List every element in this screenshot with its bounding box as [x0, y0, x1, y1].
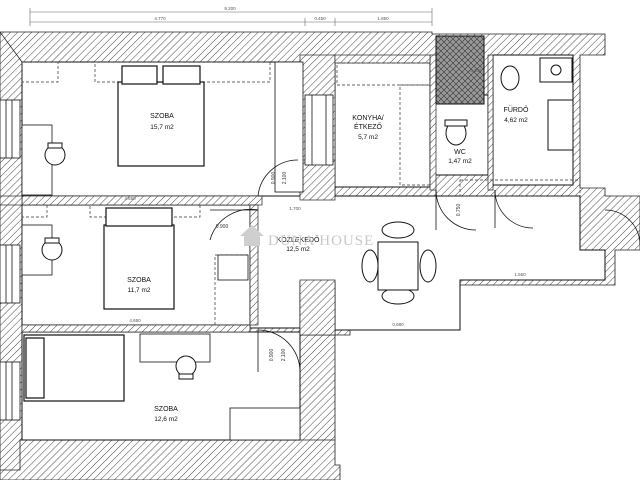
room-label-bedroom-1: SZOBA — [150, 113, 174, 120]
room-label-wc: WC — [454, 149, 466, 156]
dim-door-a: 0.900 — [271, 172, 277, 185]
dim-door-f: 2.100 — [281, 349, 287, 362]
room-area-wc: 1,47 m2 — [448, 158, 472, 165]
chairs — [41, 142, 197, 380]
ventilation-shaft — [435, 35, 485, 105]
dim-door-d: 0.900 — [269, 349, 275, 362]
room-field-wc — [434, 94, 489, 176]
watermark: DUNA HOUSE — [240, 225, 374, 249]
room-label-hall: KÖZLEKEDŐ — [277, 235, 320, 244]
door-swings — [209, 159, 640, 373]
room-area-bedroom-3: 12,6 m2 — [154, 416, 178, 423]
room-label-bath: FÜRDŐ — [504, 105, 529, 114]
room-label-kitchen-2: ÉTKEZŐ — [354, 122, 383, 131]
dim-bottom-2: 4.650 — [129, 318, 141, 323]
room-field-kitchen — [334, 61, 431, 188]
room-area-bedroom-1: 15,7 m2 — [150, 124, 174, 131]
left-windows — [0, 99, 21, 421]
room-label-bedroom-3: SZOBA — [154, 406, 178, 413]
room-area-hall: 12,5 m2 — [286, 246, 310, 253]
room-label-bedroom-2: SZOBA — [127, 277, 151, 284]
dining-table — [361, 221, 437, 305]
furniture-outlines — [21, 61, 581, 326]
bed-1 — [117, 65, 205, 167]
dim-door-c: 0.900 — [216, 224, 229, 230]
dim-bottom-1: 4.650 — [124, 196, 136, 201]
room-label-kitchen: KONYHA/ — [352, 115, 384, 122]
dim-bottom-3: 0.680 — [392, 322, 404, 327]
dim-bottom-4: 1.700 — [289, 206, 301, 211]
top-dimension-line — [29, 8, 433, 26]
dim-door-e: 0.750 — [456, 204, 462, 217]
house-logo-icon — [240, 225, 264, 246]
watermark-text: DUNA HOUSE — [268, 233, 374, 249]
dim-door-b: 2.100 — [282, 172, 288, 185]
bed-3 — [23, 334, 125, 402]
dim-overall: 9.200 — [224, 6, 236, 11]
bed-2 — [103, 207, 175, 310]
dim-top-right: 1.850 — [377, 16, 389, 21]
dim-top-left: 4.770 — [154, 16, 166, 21]
dim-bottom-5: 1.550 — [514, 272, 526, 277]
kitchen-counter — [304, 94, 334, 166]
bathroom-fixtures — [444, 57, 574, 151]
desks — [21, 61, 304, 441]
dim-top-mid: 0.450 — [314, 16, 326, 21]
dim-sink: 0.545 — [470, 68, 482, 73]
room-area-kitchen: 5,7 m2 — [358, 134, 378, 141]
room-area-bedroom-2: 11,7 m2 — [127, 287, 150, 294]
room-area-bath: 4,62 m2 — [504, 117, 528, 124]
